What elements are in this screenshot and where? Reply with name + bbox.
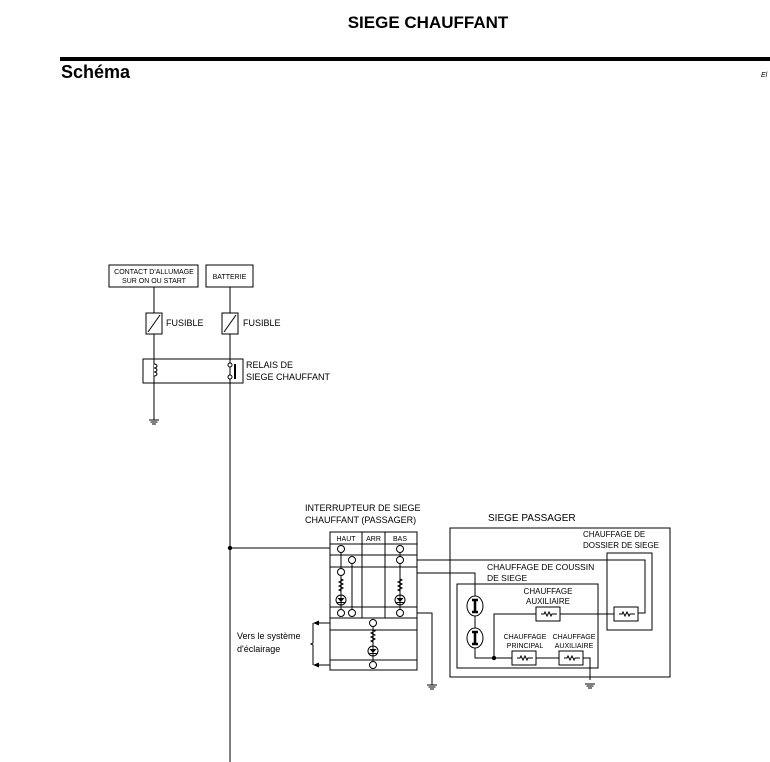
diagram-label: FUSIBLE <box>166 318 204 328</box>
section-heading: Schéma <box>61 62 131 82</box>
diagram-label: CHAUFFAGE DE COUSSIN <box>487 562 594 572</box>
diagram-label: PRINCIPAL <box>507 643 544 650</box>
diagram-label: SUR ON OU START <box>122 278 187 285</box>
diagram-label: Vers le système <box>237 631 301 641</box>
diagram-label: DOSSIER DE SIEGE <box>583 541 659 550</box>
fuse-2: FUSIBLE <box>221 312 281 335</box>
page-code: El <box>761 72 768 79</box>
diagram-label: d'éclairage <box>237 644 280 654</box>
diagram-label: SIEGE CHAUFFANT <box>246 372 331 382</box>
page-title: SIEGE CHAUFFANT <box>347 13 509 32</box>
diagram-label: CONTACT D'ALLUMAGE <box>114 269 194 276</box>
diagram-label: INTERRUPTEUR DE SIEGE <box>305 503 421 513</box>
ground-icon <box>426 684 438 690</box>
ground-icon <box>148 419 160 425</box>
title-rule <box>60 57 770 61</box>
diagram-label: AUXILIAIRE <box>555 643 594 650</box>
diagram-label: CHAUFFAGE <box>553 634 596 641</box>
diagram-label: DE SIEGE <box>487 573 527 583</box>
diagram-label: CHAUFFAGE DE <box>583 530 645 539</box>
lighting-connection: Vers le système d'éclairage <box>237 620 330 668</box>
ignition-box: CONTACT D'ALLUMAGE SUR ON OU START <box>108 264 199 288</box>
fuse-1: FUSIBLE <box>145 312 204 335</box>
diagram-label: BAS <box>393 536 407 543</box>
diagram-label: RELAIS DE <box>246 360 293 370</box>
diagram-label: CHAUFFANT (PASSAGER) <box>305 515 416 525</box>
diagram-label: AUXILIAIRE <box>526 597 570 606</box>
relay: RELAIS DE SIEGE CHAUFFANT <box>142 358 331 384</box>
diagram-label: BATTERIE <box>213 274 247 281</box>
diagram-label: CHAUFFAGE <box>504 634 547 641</box>
passenger-seat: SIEGE PASSAGER CHAUFFAGE DE DOSSIER DE S… <box>449 513 671 680</box>
diagram-label: ARR <box>366 536 381 543</box>
heated-seat-switch: INTERRUPTEUR DE SIEGE CHAUFFANT (PASSAGE… <box>305 503 421 671</box>
diagram-label: FUSIBLE <box>243 318 281 328</box>
diagram-label: SIEGE PASSAGER <box>488 513 576 524</box>
diagram-label: CHAUFFAGE <box>524 587 573 596</box>
battery-box: BATTERIE <box>205 264 254 288</box>
ground-icon <box>584 683 596 689</box>
diagram-label: HAUT <box>336 536 356 543</box>
